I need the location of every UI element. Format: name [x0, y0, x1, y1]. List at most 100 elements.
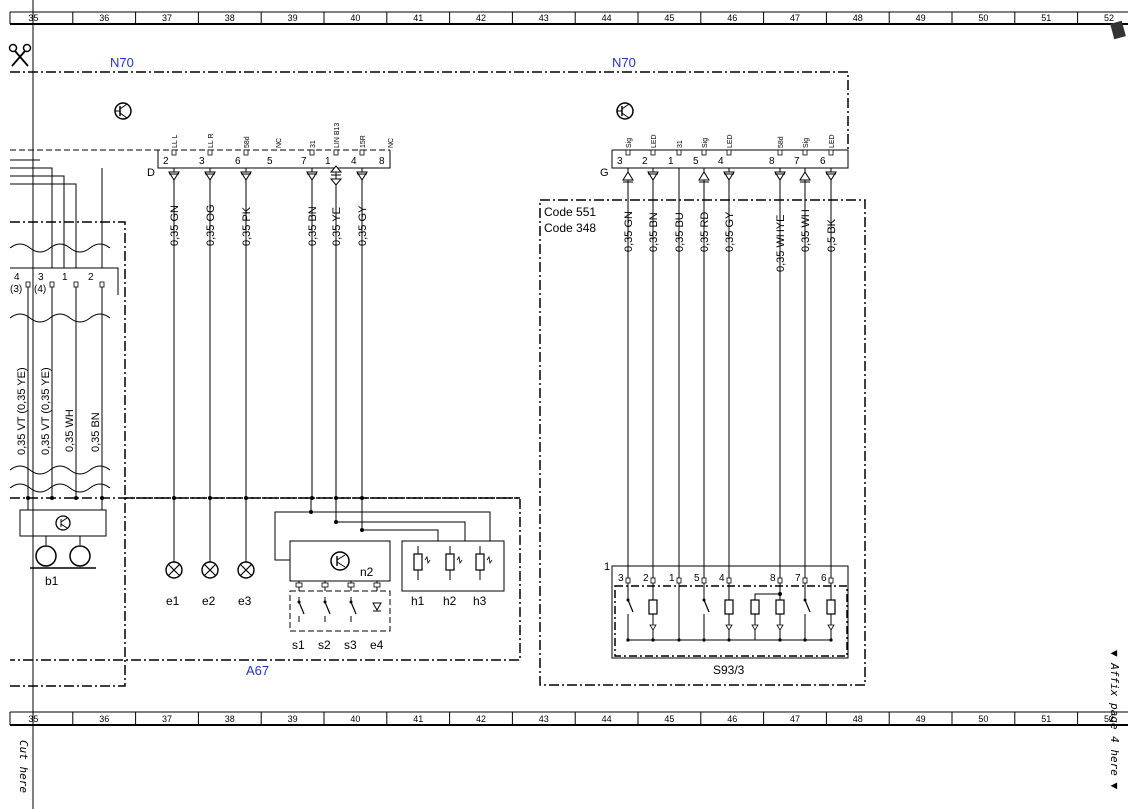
lamp-label: e3 — [238, 594, 252, 608]
wire-label: 0,35 WH — [800, 209, 812, 252]
connector-d-pin-label: LIN B13 — [334, 123, 341, 148]
ruler-column-label: 45 — [664, 13, 674, 23]
code-551-box — [539, 199, 866, 686]
wire-label: 0,35 OG — [205, 204, 217, 246]
top-ruler: 353637383940414243444546474849505152 — [9, 11, 1128, 25]
ruler-column-label: 40 — [350, 13, 360, 23]
signal-arrow-icon — [799, 171, 811, 183]
connector-g-pin-number: 8 — [769, 156, 775, 167]
ruler-column-label: 36 — [99, 714, 109, 724]
ruler-column-label: 52 — [1104, 714, 1114, 724]
ruler-column-label: 38 — [225, 13, 235, 23]
ruler-column-label: 43 — [539, 714, 549, 724]
led-icon — [372, 602, 382, 612]
connector-g-pin-number: 6 — [820, 156, 826, 167]
heater-label: h3 — [473, 594, 487, 608]
connector-d-pin-number: 7 — [301, 156, 307, 167]
connector-g-pin-label: LED — [727, 134, 734, 148]
ruler-column-label: 37 — [162, 714, 172, 724]
resistor-icon — [724, 599, 734, 615]
s93-pin-number: 8 — [770, 573, 776, 584]
affix-note: ▼ Affix page 4 here ▼ — [1108, 650, 1121, 789]
code-551-label: Code 551 — [544, 205, 596, 219]
n2-label: n2 — [360, 565, 374, 579]
ruler-column-label: 49 — [916, 714, 926, 724]
wire-label: 0,35 GN — [623, 211, 635, 252]
left-connector-subpin: (4) — [34, 284, 46, 295]
heater-icon — [445, 553, 455, 571]
heater-label: h1 — [411, 594, 425, 608]
connector-g-pin-label: LED — [651, 134, 658, 148]
transistor-icon — [616, 102, 634, 120]
ruler-column-label: 40 — [350, 714, 360, 724]
wire-label: 0,35 GN — [169, 205, 181, 246]
connector-d-pin-label: NC — [276, 138, 283, 148]
signal-arrow-icon — [647, 171, 659, 181]
wire-label: 0,35 VT (0,35 YE) — [16, 367, 28, 455]
s93-pin-number: 6 — [821, 573, 827, 584]
left-connector-pin: 3 — [38, 272, 44, 283]
resistor-icon — [648, 599, 658, 615]
left-connector-pin: 1 — [62, 272, 68, 283]
signal-arrow-icon — [168, 171, 180, 181]
connector-d-pin-number: 2 — [163, 156, 169, 167]
s93-label: S93/3 — [713, 663, 745, 677]
connector-d-pin-label: LL L — [172, 135, 179, 148]
wire-label: 0,35 BN — [307, 206, 319, 246]
connector-d-pin-label: NC — [388, 138, 395, 148]
lamp-label: e1 — [166, 594, 180, 608]
ruler-column-label: 37 — [162, 13, 172, 23]
n70-right-label: N70 — [612, 55, 636, 70]
ruler-column-label: 51 — [1041, 13, 1051, 23]
connector-g-name: G — [600, 167, 609, 179]
signal-arrow-icon — [723, 171, 735, 181]
ruler-column-label: 38 — [225, 714, 235, 724]
s93-pin-number: 4 — [719, 573, 725, 584]
switch-label: s3 — [344, 638, 357, 652]
left-connector-subpin: (3) — [10, 284, 22, 295]
resistor-icon — [826, 599, 836, 615]
signal-arrow-icon — [774, 171, 786, 181]
heater-icon — [413, 553, 423, 571]
heater-icon — [475, 553, 485, 571]
connector-g-pin-number: 1 — [668, 156, 674, 167]
signal-arrow-icon — [204, 171, 216, 181]
transistor-icon — [114, 102, 132, 120]
connector-d-pin-label: 58d — [244, 136, 251, 148]
resistor-icon — [775, 599, 785, 615]
connector-g-pin-number: 7 — [794, 156, 800, 167]
heater-label: h2 — [443, 594, 457, 608]
ruler-column-label: 36 — [99, 13, 109, 23]
n70-module-boundary — [10, 71, 849, 150]
connector-d-name: D — [147, 167, 155, 179]
ruler-column-label: 48 — [853, 13, 863, 23]
signal-arrow-icon — [698, 171, 710, 183]
n70-left-label: N70 — [110, 55, 134, 70]
ruler-column-label: 46 — [727, 13, 737, 23]
a67-label: A67 — [246, 663, 269, 678]
bottom-ruler: 353637383940414243444546474849505152 — [9, 711, 1128, 726]
ruler-column-label: 52 — [1104, 13, 1114, 23]
ruler-column-label: 42 — [476, 714, 486, 724]
ruler-column-label: 48 — [853, 714, 863, 724]
s93-pin-number: 7 — [795, 573, 801, 584]
ruler-column-label: 47 — [790, 714, 800, 724]
wire-label: 0,35 BN — [648, 212, 660, 252]
led-icon — [649, 624, 657, 631]
wire-label: 0,35 VT (0,35 YE) — [40, 367, 52, 455]
s93-pin-number: 1 — [669, 573, 675, 584]
connector-g-pin-number: 4 — [718, 156, 724, 167]
left-module: 40,35 VT (0,35 YE)30,35 VT (0,35 YE)10,3… — [9, 159, 520, 687]
connector-d-pin-number: 5 — [267, 156, 273, 167]
switch-label: s2 — [318, 638, 331, 652]
connector-g-pin-number: 2 — [642, 156, 648, 167]
connector-g-pin-label: Sig — [702, 138, 709, 148]
scissors-icon — [8, 43, 32, 67]
wire-label: 0,35 WH — [64, 409, 76, 452]
signal-arrow-icon — [356, 171, 368, 181]
connector-g-pin-label: Sig — [803, 138, 810, 148]
